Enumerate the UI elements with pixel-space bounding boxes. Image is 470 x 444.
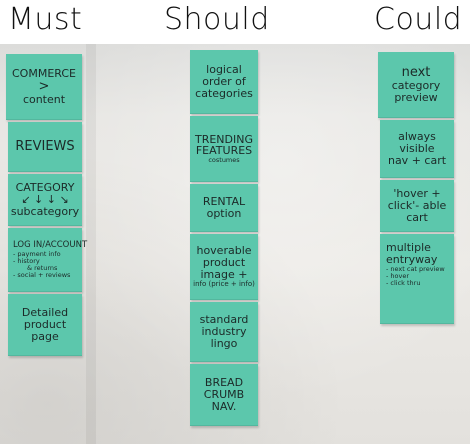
sticky-note: standard industry lingo bbox=[190, 302, 258, 362]
sticky-note: always visible nav + cart bbox=[380, 120, 454, 178]
note-text: multiple bbox=[386, 241, 431, 254]
note-text: standard bbox=[199, 313, 249, 327]
note-text: REVIEWS bbox=[15, 138, 75, 154]
sticky-note: logical order of categories bbox=[190, 50, 258, 114]
note-text: always bbox=[398, 130, 436, 144]
note-text: lingo bbox=[210, 336, 238, 350]
note-text: & returns bbox=[27, 263, 58, 272]
note-text: categories bbox=[195, 86, 253, 100]
note-text: LOG IN/ACCOUNT bbox=[13, 240, 88, 251]
note-text: costumes bbox=[208, 156, 240, 165]
sticky-note: BREAD CRUMB NAV. bbox=[190, 364, 258, 426]
header-could: Could bbox=[374, 2, 463, 37]
note-text: CRUMB bbox=[203, 388, 245, 402]
sticky-note: CATEGORY ↙ ↓ ↓ ↘ subcategory bbox=[8, 174, 82, 226]
note-text: nav + cart bbox=[387, 153, 447, 167]
note-text: next bbox=[401, 65, 431, 81]
note-text: ↙ ↓ ↓ ↘ bbox=[21, 193, 69, 207]
note-text: hoverable bbox=[196, 244, 252, 258]
note-text: RENTAL bbox=[202, 195, 246, 209]
header-should: Should bbox=[164, 2, 270, 37]
note-text: entryway bbox=[386, 252, 438, 266]
note-text: - social + reviews bbox=[13, 270, 71, 279]
sticky-note: hoverable product image + info (price + … bbox=[190, 234, 258, 300]
note-text: industry bbox=[201, 325, 247, 339]
note-text: - payment info bbox=[13, 249, 61, 258]
sticky-note: REVIEWS bbox=[8, 122, 82, 172]
note-text: - history bbox=[13, 256, 40, 265]
note-text: NAV. bbox=[211, 399, 237, 413]
note-text: content bbox=[22, 93, 66, 107]
sticky-note: COMMERCE > content bbox=[6, 54, 82, 120]
sticky-note: multiple entryway - next cat preview - h… bbox=[380, 234, 454, 324]
note-text: 'hover + bbox=[393, 187, 441, 201]
note-text: preview bbox=[394, 91, 438, 105]
note-text: cart bbox=[406, 210, 428, 224]
note-text: logical bbox=[206, 63, 242, 77]
header-must: Must bbox=[8, 2, 83, 37]
wall-shadow bbox=[86, 44, 96, 444]
sticky-note: TRENDING FEATURES costumes bbox=[190, 116, 258, 182]
note-text: TRENDING bbox=[194, 132, 253, 146]
note-text: Detailed bbox=[21, 306, 69, 320]
note-text: info (price + info) bbox=[193, 280, 255, 289]
sticky-note: LOG IN/ACCOUNT - payment info - history … bbox=[8, 228, 87, 292]
note-text: product bbox=[23, 318, 67, 332]
note-text: COMMERCE bbox=[12, 67, 76, 81]
sticky-note: Detailed product page bbox=[8, 294, 82, 356]
note-text: - next cat preview bbox=[386, 264, 445, 273]
note-text: - hover bbox=[386, 271, 410, 280]
note-text: subcategory bbox=[10, 204, 80, 218]
note-text: product bbox=[202, 256, 246, 270]
note-text: CATEGORY bbox=[15, 181, 75, 195]
note-text: visible bbox=[399, 142, 435, 156]
sticky-note: 'hover + click'- able cart bbox=[380, 180, 454, 232]
note-text: > bbox=[38, 78, 50, 94]
note-text: option bbox=[206, 207, 242, 220]
note-text: category bbox=[391, 79, 441, 93]
note-text: page bbox=[31, 329, 59, 343]
note-text: image + bbox=[200, 268, 248, 282]
note-text: order of bbox=[202, 75, 246, 89]
sticky-note: RENTAL option bbox=[190, 184, 258, 232]
sticky-note: next category preview bbox=[378, 52, 454, 118]
note-text: FEATURES bbox=[195, 144, 253, 158]
note-text: - click thru bbox=[386, 278, 421, 287]
note-text: click'- able bbox=[387, 199, 447, 213]
note-text: BREAD bbox=[204, 376, 244, 390]
